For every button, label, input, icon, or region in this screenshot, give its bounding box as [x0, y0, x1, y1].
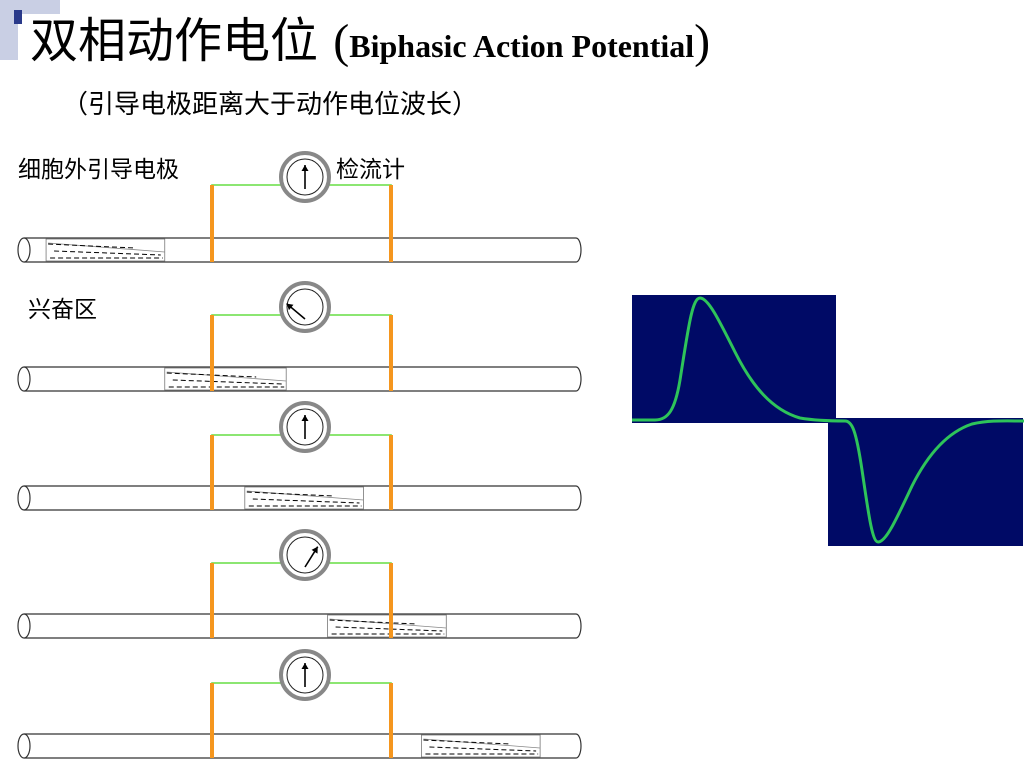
- excited-zone-dash-mid: [54, 250, 161, 256]
- stage-4: [17, 529, 582, 639]
- galvanometer-icon: [279, 529, 331, 581]
- axon-end: [17, 733, 31, 759]
- stage-3: [17, 401, 582, 511]
- excited-zone: [45, 238, 166, 262]
- axon-end: [17, 485, 31, 511]
- trace-bg-positive: [632, 295, 836, 423]
- galvanometer-label: 检流计: [336, 157, 405, 183]
- galvanometer-face: [286, 158, 324, 196]
- stages-layer: [17, 151, 582, 759]
- axon-end: [17, 237, 31, 263]
- excited-zone-dash-mid: [429, 746, 537, 752]
- stage-1: [17, 151, 582, 263]
- excited-zone-box: [421, 734, 541, 758]
- axon-body: [24, 485, 582, 511]
- excited-zone-dash-mid: [172, 379, 283, 385]
- trace-line: [632, 296, 1024, 544]
- excited-zone-dash-top: [246, 491, 334, 497]
- page-subtitle: （引导电极距离大于动作电位波长）: [62, 90, 479, 120]
- title-zh: 双相动作电位: [30, 13, 334, 69]
- axon-body: [24, 613, 582, 639]
- needle-arrowhead: [301, 415, 309, 421]
- excited-zone-dash-top: [423, 739, 511, 745]
- excited-zone-dash-top: [48, 243, 135, 249]
- axon-body: [24, 366, 582, 392]
- galvanometer-icon: [279, 151, 331, 203]
- galvanometer-face: [286, 656, 324, 694]
- wire-left: [211, 562, 281, 636]
- axon-body: [24, 237, 582, 263]
- axon-body: [24, 733, 582, 759]
- wire-left: [211, 682, 281, 756]
- wire-left: [211, 184, 281, 260]
- electrode-label: 细胞外引导电极: [18, 157, 179, 183]
- trace-bg-negative: [828, 418, 1023, 546]
- excited-region-label: 兴奋区: [28, 297, 97, 323]
- excited-zone-dash-mid: [335, 626, 443, 632]
- excited-zone: [164, 367, 287, 391]
- title-en: Biphasic Action Potential: [349, 28, 695, 64]
- action-potential-trace: [632, 295, 1024, 546]
- deco-bar-left: [0, 0, 18, 60]
- galvanometer-icon: [279, 281, 331, 333]
- needle-arrowhead: [311, 546, 318, 554]
- galvanometer-face: [286, 408, 324, 446]
- excited-zone-dash-top: [329, 619, 417, 625]
- stage-5: [17, 649, 582, 759]
- needle-arrowhead: [301, 663, 309, 669]
- excited-zone: [244, 486, 364, 510]
- stage-2: [17, 281, 582, 392]
- wire-right: [329, 682, 392, 756]
- excited-zone-box: [327, 614, 447, 638]
- excited-zone-box: [45, 238, 166, 262]
- galvanometer-face: [286, 288, 324, 326]
- galvanometer-ring: [279, 281, 331, 333]
- excited-zone-box: [164, 367, 287, 391]
- page-title: 双相动作电位 (Biphasic Action Potential): [30, 13, 711, 69]
- needle-arrowhead: [301, 165, 309, 171]
- axon-end: [17, 366, 31, 392]
- excited-zone-dash-mid: [252, 498, 360, 504]
- deco-square: [14, 10, 22, 24]
- corner-decoration: [0, 0, 60, 60]
- wire-right: [329, 314, 392, 389]
- deco-bar-top: [18, 0, 60, 14]
- needle-arrowhead: [286, 303, 294, 311]
- wire-right: [329, 184, 392, 260]
- excited-zone: [421, 734, 541, 758]
- excited-zone-box: [244, 486, 364, 510]
- title-open-paren: (: [333, 15, 350, 68]
- galvanometer-ring: [279, 529, 331, 581]
- galvanometer-icon: [279, 401, 331, 453]
- galvanometer-face: [286, 536, 324, 574]
- axon-end: [17, 613, 31, 639]
- excited-zone: [327, 614, 447, 638]
- title-close-paren: ): [694, 15, 711, 68]
- galvanometer-icon: [279, 649, 331, 701]
